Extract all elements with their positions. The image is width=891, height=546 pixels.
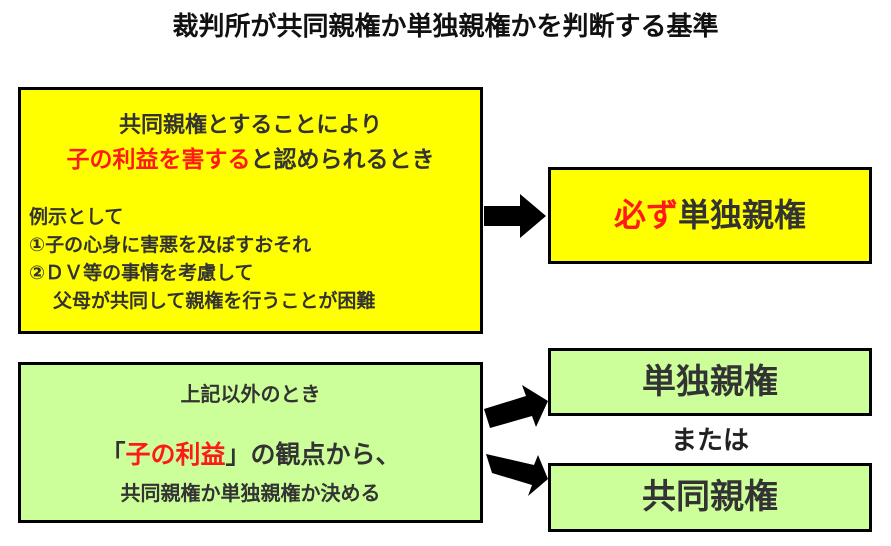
child-interest-emphasis: 子の利益	[125, 440, 226, 469]
other-line2: 「子の利益」の観点から、	[21, 435, 480, 471]
harm-line1: 共同親権とすることにより	[119, 113, 382, 138]
open-bracket: 「	[100, 440, 126, 469]
examples-list: 例示として ①子の心身に害悪を及ぼすおそれ ②ＤＶ等の事情を考慮して 父母が共同…	[29, 203, 375, 315]
other-line3: 共同親権か単独親権か決める	[120, 481, 381, 505]
harm-line2-emphasis: 子の利益を害する	[66, 147, 251, 173]
diagram-title: 裁判所が共同親権か単独親権かを判断する基準	[172, 12, 719, 42]
joint-custody-box: 共同親権	[548, 463, 872, 532]
other-line1: 上記以外のとき	[180, 382, 321, 406]
harm-line2: 子の利益を害すると認められるとき	[21, 140, 480, 174]
must-label: 必ず	[613, 196, 678, 234]
examples-heading: 例示として	[29, 206, 124, 228]
other-line2-rest: 」の観点から、	[225, 440, 401, 469]
harm-line2-rest: と認められるとき	[250, 147, 435, 173]
harm-condition-box: 共同親権とすることにより 子の利益を害すると認められるとき 例示として ①子の心…	[18, 87, 483, 334]
arrow-down-right-icon	[486, 454, 548, 496]
example-item-2-cont: 父母が共同して親権を行うことが困難	[53, 290, 376, 312]
example-item-2: ②ＤＶ等の事情を考慮して	[29, 262, 254, 284]
must-sole-custody-box: 必ず単独親権	[548, 167, 872, 264]
example-item-1: ①子の心身に害悪を及ぼすおそれ	[29, 234, 312, 256]
other-case-box: 上記以外のとき 「子の利益」の観点から、 共同親権か単独親権か決める	[18, 362, 483, 523]
sole-custody-label: 単独親権	[678, 196, 807, 234]
sole-custody-box: 単独親権	[548, 348, 872, 416]
arrow-right-icon	[484, 194, 546, 238]
or-label: または	[670, 426, 749, 456]
arrow-up-right-icon	[484, 385, 548, 428]
